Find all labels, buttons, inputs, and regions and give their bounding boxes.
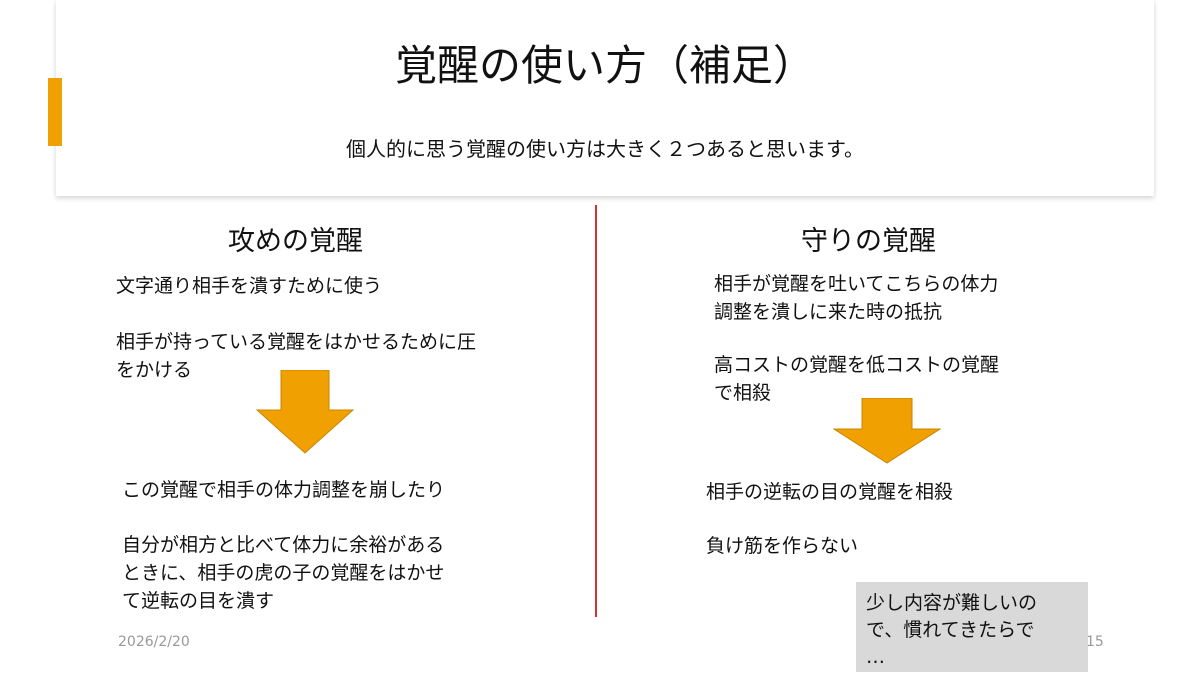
right-point-2: 高コストの覚醒を低コストの覚醒 で相殺 xyxy=(714,354,1000,404)
right-point-1: 相手が覚醒を吐いてこちらの体力 調整を潰しに来た時の抵抗 xyxy=(714,273,999,323)
page-number: 15 xyxy=(1086,634,1104,650)
down-arrow-icon xyxy=(256,370,354,454)
left-point-2: 相手が持っている覚醒をはかせるために圧 をかける xyxy=(116,331,477,381)
right-column-heading: 守りの覚醒 xyxy=(801,226,936,257)
left-result-2: 自分が相方と比べて体力に余裕がある ときに、相手の虎の子の覚醒をはかせ て逆転の… xyxy=(122,534,445,612)
right-result-1: 相手の逆転の目の覚醒を相殺 xyxy=(706,481,954,503)
down-arrow-icon xyxy=(833,398,941,464)
slide-date: 2026/2/20 xyxy=(118,634,190,650)
left-column-heading: 攻めの覚醒 xyxy=(228,226,363,257)
title-card: 覚醒の使い方（補足） 個人的に思う覚醒の使い方は大きく２つあると思います。 xyxy=(56,0,1154,196)
left-result-1: この覚醒で相手の体力調整を崩したり xyxy=(122,479,446,501)
column-divider xyxy=(595,205,597,617)
left-point-1: 文字通り相手を潰すために使う xyxy=(116,275,383,297)
accent-bar xyxy=(48,78,62,146)
note-callout: 少し内容が難しいの で、慣れてきたらで … xyxy=(856,582,1088,672)
right-result-2: 負け筋を作らない xyxy=(706,535,859,557)
slide-title: 覚醒の使い方（補足） xyxy=(394,41,815,90)
slide-subtitle: 個人的に思う覚醒の使い方は大きく２つあると思います。 xyxy=(346,137,864,161)
